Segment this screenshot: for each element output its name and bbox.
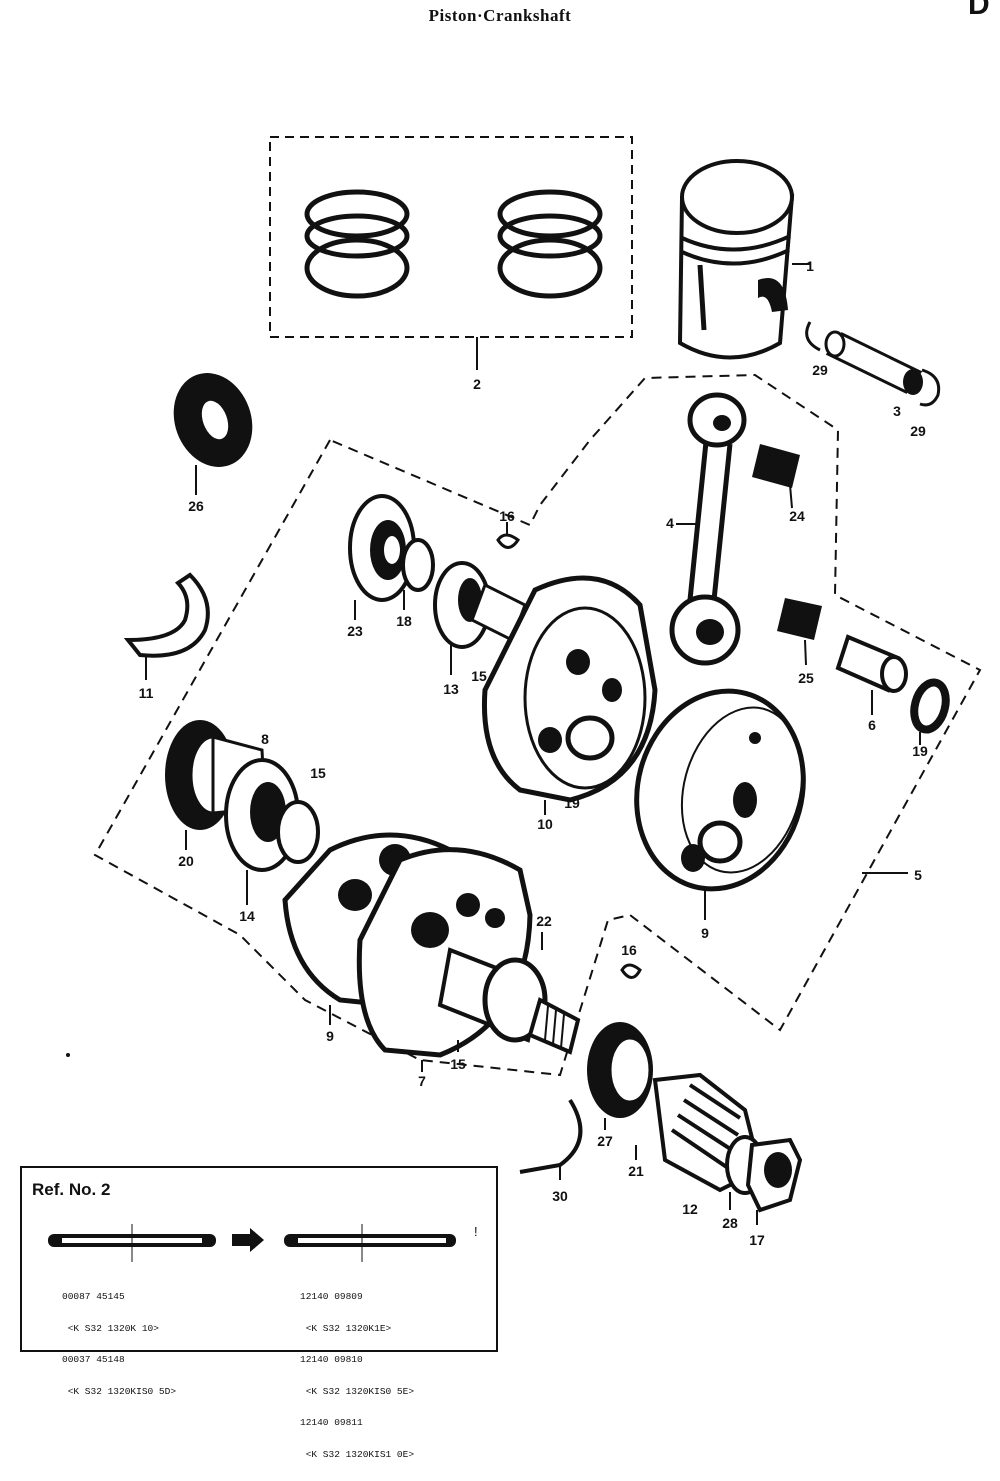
callout-30: 30 <box>552 1188 568 1204</box>
callout-1: 1 <box>806 258 814 274</box>
exploded-parts-diagram <box>66 136 982 1225</box>
crank-flywheel-10 <box>481 575 658 815</box>
washer-19 <box>910 678 950 745</box>
ref-right-line: 12140 09811 <box>300 1417 363 1428</box>
callout-24: 24 <box>789 508 805 524</box>
ref-right-line: 12140 09809 <box>300 1291 363 1302</box>
callout-15: 15 <box>450 1056 466 1072</box>
ref-right-line: <K S32 1320KIS0 5E> <box>300 1385 415 1397</box>
callout-4: 4 <box>666 515 674 531</box>
callout-22: 22 <box>536 913 552 929</box>
diagram-title: Piston·Crankshaft <box>428 6 572 25</box>
ref-right-line: <K S32 1320K1E> <box>300 1322 392 1334</box>
callout-29: 29 <box>910 423 926 439</box>
ref-right-line: 12140 09810 <box>300 1354 363 1365</box>
woodruff-key-16-lower <box>620 963 642 979</box>
reference-box: Ref. No. 2 ! 00087 45145 <K S32 1320K 10… <box>20 1166 498 1459</box>
oil-seal-26 <box>173 373 253 495</box>
thrust-washer-11 <box>123 572 210 680</box>
connecting-rod <box>669 392 747 666</box>
callout-15: 15 <box>471 668 487 684</box>
woodruff-key-16 <box>496 522 521 549</box>
callout-15: 15 <box>310 765 326 781</box>
reference-left-part-numbers: 00087 45145 <K S32 1320K 10> 00037 45148… <box>62 1271 176 1418</box>
callout-9: 9 <box>326 1028 334 1044</box>
spacer-18 <box>401 538 435 610</box>
ref-right-line: <K S32 1320KIS1 0E> <box>300 1448 415 1460</box>
bearing-14 <box>224 758 320 905</box>
callout-2: 2 <box>473 376 481 392</box>
needle-bearing-25 <box>777 598 822 666</box>
callout-9: 9 <box>701 925 709 941</box>
callout-16: 16 <box>621 942 637 958</box>
callout-14: 14 <box>239 908 255 924</box>
page-letter: D <box>968 0 990 21</box>
callout-7: 7 <box>418 1073 426 1089</box>
callout-17: 17 <box>749 1232 765 1248</box>
reference-title: Ref. No. 2 <box>32 1180 111 1199</box>
callout-16: 16 <box>499 508 515 524</box>
callout-29: 29 <box>812 362 828 378</box>
callout-13: 13 <box>443 681 459 697</box>
callout-8: 8 <box>261 731 269 747</box>
crank-flywheel-9-right <box>634 688 806 920</box>
callout-3: 3 <box>893 403 901 419</box>
callout-23: 23 <box>347 623 363 639</box>
callout-21: 21 <box>628 1163 644 1179</box>
ref-left-line: 00037 45148 <box>62 1354 125 1365</box>
crankshaft-left-end <box>437 932 581 1055</box>
ref-left-line: 00087 45145 <box>62 1291 125 1302</box>
arrow-label: ! <box>474 1224 478 1239</box>
callout-11: 11 <box>138 685 154 701</box>
bearing-13 <box>433 561 527 675</box>
callout-19: 19 <box>564 795 580 811</box>
crankshaft-assembly-outline <box>93 373 982 1077</box>
callout-12: 12 <box>682 1201 698 1217</box>
piston-ring-set <box>269 136 633 370</box>
callout-25: 25 <box>798 670 814 686</box>
callout-10: 10 <box>537 816 553 832</box>
piston <box>677 159 810 360</box>
callout-18: 18 <box>396 613 412 629</box>
ref-left-line: <K S32 1320KIS0 5D> <box>62 1385 177 1397</box>
callout-6: 6 <box>868 717 876 733</box>
piston-pin <box>805 321 941 407</box>
ring-comparison-illustration <box>48 1224 456 1262</box>
callout-19: 19 <box>912 743 928 759</box>
callout-20: 20 <box>178 853 194 869</box>
crank-pin <box>835 634 908 715</box>
thrust-washer-30 <box>519 1098 583 1180</box>
nut-17 <box>745 1137 803 1225</box>
reference-right-part-numbers: 12140 09809 <K S32 1320K1E> 12140 09810 … <box>300 1271 414 1481</box>
oil-seal-27 <box>587 1022 653 1130</box>
callout-5: 5 <box>914 867 922 883</box>
callout-26: 26 <box>188 498 204 514</box>
callout-28: 28 <box>722 1215 738 1231</box>
stray-dot <box>66 1053 70 1057</box>
ref-left-line: <K S32 1320K 10> <box>62 1322 159 1334</box>
needle-bearing-24 <box>752 444 800 509</box>
callout-27: 27 <box>597 1133 613 1149</box>
